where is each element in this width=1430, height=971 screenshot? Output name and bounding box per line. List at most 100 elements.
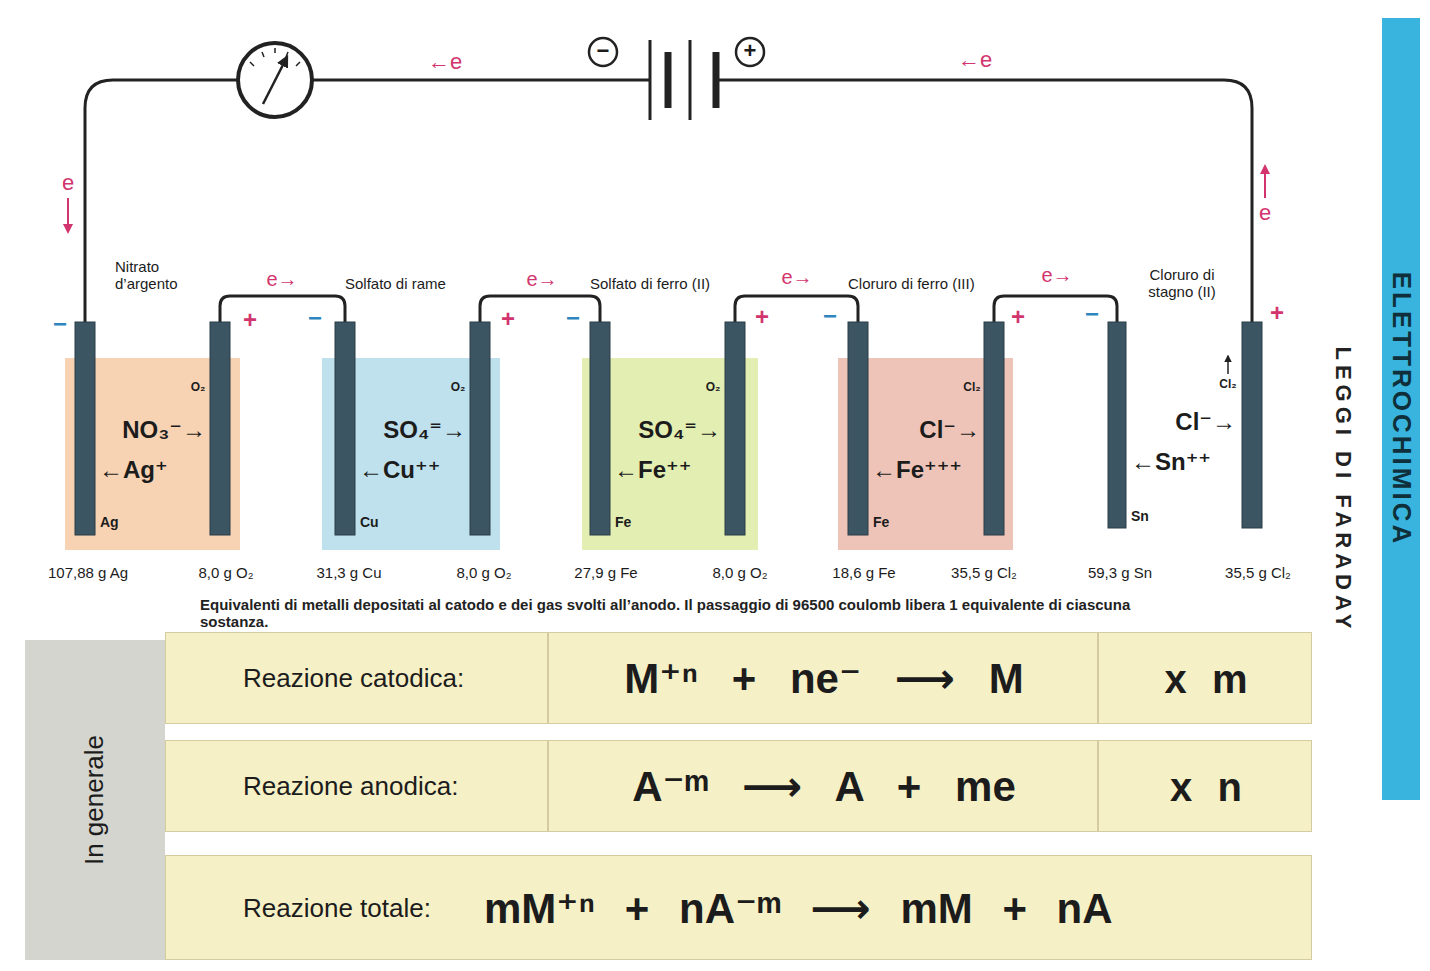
terminal-circle: [589, 38, 617, 66]
electrode-metal: Ag: [100, 514, 119, 530]
multiplier: x m: [1165, 656, 1248, 702]
equivalent-mass: 35,5 g Cl₂: [951, 564, 1017, 581]
cation-label: ←Cu⁺⁺: [359, 456, 440, 484]
electron-flow-label: e: [62, 170, 74, 195]
gas-label: Cl₂: [963, 381, 980, 395]
bridge-wire: [220, 296, 345, 322]
battery-plate: [689, 40, 692, 120]
bridge-wire: [480, 296, 600, 322]
multiplier: x n: [1170, 764, 1242, 810]
row-heading: Reazione anodica:: [243, 772, 458, 802]
electrode: [210, 322, 230, 535]
electrode-polarity: −: [823, 302, 837, 330]
table-cell: Reazione anodica:: [165, 740, 548, 832]
side-heading: In generale: [80, 735, 110, 865]
gas-label: O₂: [191, 381, 206, 395]
electron-flow-label: ←e: [428, 49, 462, 74]
gas-label: Cl₂: [1219, 378, 1236, 392]
wire: [312, 79, 650, 82]
electrode-metal: Cu: [360, 514, 379, 530]
galvanometer-needle: [263, 57, 287, 104]
table-cell: M⁺ⁿ + ne⁻ ⟶ M: [548, 632, 1098, 724]
side-heading-cell: In generale: [25, 640, 165, 960]
anion-label: NO₃⁻→: [122, 416, 206, 444]
figure-caption: Equivalenti di metalli depositati al cat…: [200, 596, 1160, 630]
electrode: [848, 322, 868, 535]
electron-flow-label: e→: [266, 268, 297, 291]
electrode-polarity: −: [566, 304, 580, 332]
cation-label: ←Ag⁺: [99, 456, 168, 484]
electrode: [75, 322, 95, 535]
equivalent-mass: 8,0 g O₂: [456, 564, 511, 581]
row-heading: Reazione catodica:: [243, 664, 464, 694]
equivalent-mass: 18,6 g Fe: [832, 564, 895, 581]
solution-name: Cloruro di stagno (II): [1127, 266, 1237, 301]
battery: [589, 38, 764, 120]
electrode-metal: Fe: [873, 514, 889, 530]
anion-label: SO₄⁼→: [383, 416, 466, 444]
equivalent-mass: 8,0 g O₂: [712, 564, 767, 581]
table-cell: Reazione catodica:: [165, 632, 548, 724]
gas-label: O₂: [451, 381, 466, 395]
wire: [85, 80, 238, 322]
anion-label: Cl⁻→: [1175, 408, 1236, 436]
solution-name: Cloruro di ferro (III): [848, 275, 975, 292]
electrode-polarity: −: [308, 304, 322, 332]
electrode-polarity: −: [53, 310, 67, 338]
equivalent-mass: 27,9 g Fe: [574, 564, 637, 581]
row-heading: Reazione totale:: [243, 894, 431, 924]
electron-arrow: [1264, 166, 1266, 198]
circuit-wire: [85, 80, 1252, 322]
electrode-polarity: −: [1085, 300, 1099, 328]
gas-arrow: [1227, 356, 1229, 374]
cation-label: ←Sn⁺⁺: [1131, 448, 1211, 476]
equivalent-mass: 31,3 g Cu: [316, 564, 381, 581]
wire: [718, 80, 1252, 322]
reaction-equation: A⁻ᵐ ⟶ A + me: [632, 763, 1016, 811]
solution-name: Nitrato d’argento: [115, 258, 215, 293]
table-cell: x m: [1098, 632, 1312, 724]
cation-label: ←Fe⁺⁺: [614, 456, 691, 484]
terminal-circle: [736, 38, 764, 66]
electron-flow-label: e: [1259, 200, 1271, 225]
electrodes: [75, 322, 1262, 535]
electrode: [984, 322, 1004, 535]
electrode: [1242, 322, 1262, 528]
battery-terminal-sign: −: [597, 38, 610, 63]
galvanometer: [238, 43, 312, 117]
galvanometer-dial: [238, 43, 312, 117]
solution-name: Solfato di rame: [345, 275, 446, 292]
electron-arrow: [67, 198, 69, 232]
electrode: [335, 322, 355, 535]
page-title: LEGGI DI FARADAY: [1330, 347, 1355, 634]
electron-arrows: [68, 166, 1265, 232]
table-cell: x n: [1098, 740, 1312, 832]
reaction-equation: mM⁺ⁿ + nA⁻ᵐ ⟶ mM + nA: [484, 884, 1113, 932]
equivalent-mass: 8,0 g O₂: [198, 564, 253, 581]
electrode-polarity: +: [243, 306, 257, 334]
gas-label: O₂: [706, 381, 721, 395]
electrode: [590, 322, 610, 535]
electrode: [470, 322, 490, 535]
reaction-equation: M⁺ⁿ + ne⁻ ⟶ M: [624, 655, 1023, 703]
electrode-metal: Fe: [615, 514, 631, 530]
battery-plate: [713, 52, 720, 108]
band-title: ELETTROCHIMICA: [1386, 272, 1416, 547]
electron-flow-label: ←e: [958, 47, 992, 72]
solution-name: Solfato di ferro (II): [590, 275, 710, 292]
battery-terminal-sign: +: [744, 38, 757, 63]
battery-plate: [665, 52, 672, 108]
equivalent-mass: 59,3 g Sn: [1088, 564, 1152, 581]
electron-flow-label: e→: [526, 268, 557, 291]
bridge-wire: [735, 296, 858, 322]
electrode-metal: Sn: [1131, 508, 1149, 524]
electrode-polarity: +: [1270, 299, 1284, 327]
battery-plate: [649, 40, 652, 120]
side-band: ELETTROCHIMICA: [1382, 18, 1420, 800]
electron-flow-label: e→: [781, 266, 812, 289]
table-cell: A⁻ᵐ ⟶ A + me: [548, 740, 1098, 832]
cation-label: ←Fe⁺⁺⁺: [872, 456, 962, 484]
electrode-polarity: +: [501, 305, 515, 333]
